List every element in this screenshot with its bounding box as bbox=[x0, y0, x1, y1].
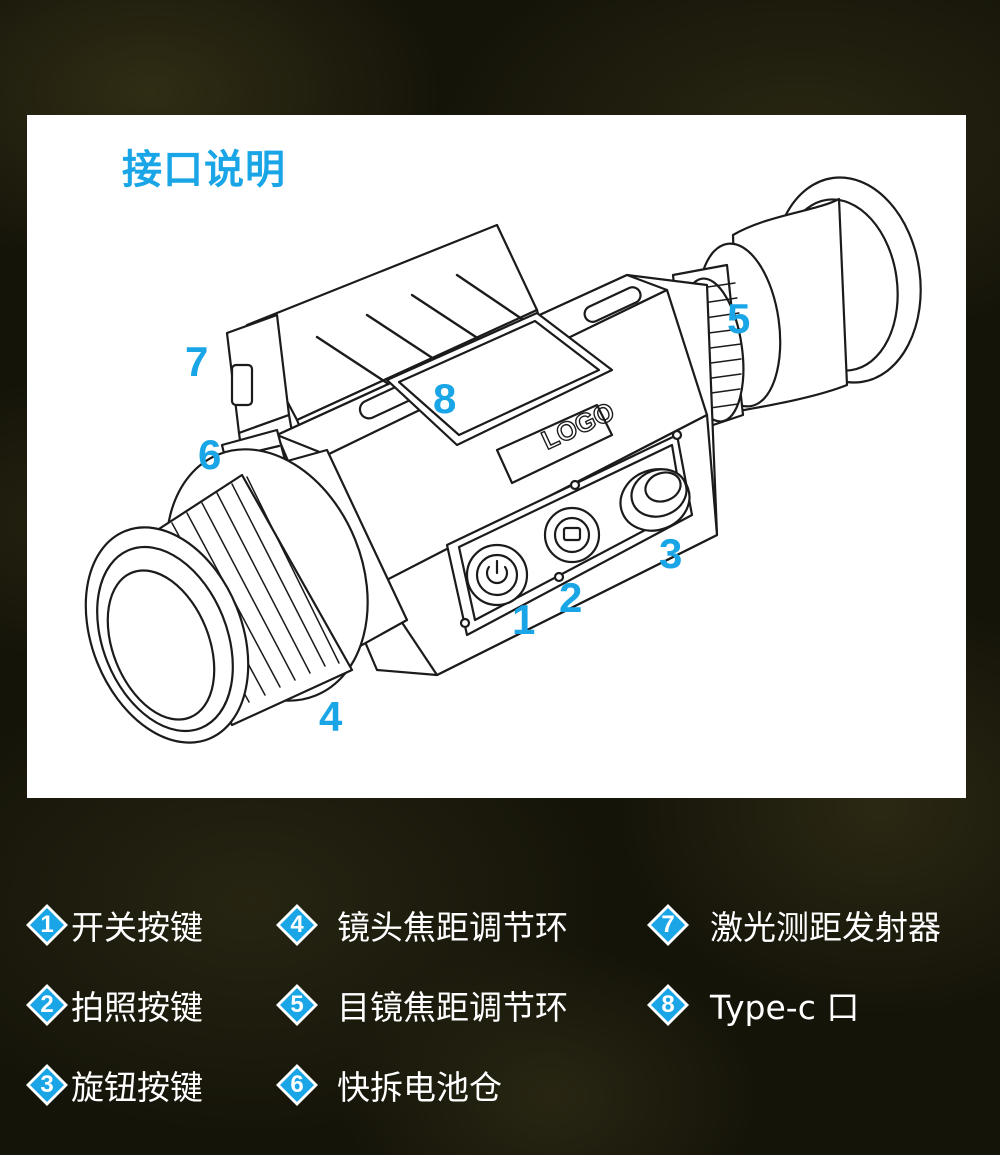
legend-number: 3 bbox=[40, 1071, 54, 1098]
legend-label: 旋钮按键 bbox=[71, 1068, 203, 1107]
legend-number: 2 bbox=[40, 991, 54, 1018]
number-badge-icon: 3 bbox=[25, 1063, 69, 1107]
callout-8: 8 bbox=[433, 375, 457, 422]
legend-item-1: 1 开关按键 bbox=[25, 900, 203, 950]
callout-6: 6 bbox=[198, 431, 222, 478]
legend-number: 7 bbox=[661, 911, 675, 938]
legend-number: 5 bbox=[290, 991, 304, 1018]
legend-number: 6 bbox=[290, 1071, 304, 1098]
legend-item-7: 7 激光测距发射器 bbox=[646, 900, 941, 950]
number-badge-icon: 4 bbox=[275, 903, 319, 947]
number-badge-icon: 2 bbox=[25, 983, 69, 1027]
legend-label: 镜头焦距调节环 bbox=[337, 908, 568, 947]
legend-number: 1 bbox=[40, 911, 54, 938]
legend-item-3: 3 旋钮按键 bbox=[25, 1060, 203, 1110]
legend-item-6: 6 快拆电池仓 bbox=[275, 1060, 502, 1110]
number-badge-icon: 5 bbox=[275, 983, 319, 1027]
number-badge-icon: 1 bbox=[25, 903, 69, 947]
legend-label: 快拆电池仓 bbox=[337, 1068, 502, 1107]
legend-label: 目镜焦距调节环 bbox=[337, 988, 568, 1027]
callout-5: 5 bbox=[727, 295, 751, 342]
legend-label: Type-c 口 bbox=[710, 988, 860, 1027]
legend-label: 开关按键 bbox=[71, 908, 203, 947]
panel-title: 接口说明 bbox=[122, 147, 286, 193]
legend-label: 拍照按键 bbox=[71, 988, 203, 1027]
callout-1: 1 bbox=[512, 596, 536, 643]
diagram-panel: 接口说明 bbox=[27, 115, 966, 798]
legend-number: 4 bbox=[290, 911, 304, 938]
callout-4: 4 bbox=[319, 693, 343, 740]
number-badge-icon: 8 bbox=[646, 983, 690, 1027]
legend-item-2: 2 拍照按键 bbox=[25, 980, 203, 1030]
callout-3: 3 bbox=[659, 530, 683, 577]
number-badge-icon: 7 bbox=[646, 903, 690, 947]
legend-label: 激光测距发射器 bbox=[710, 908, 941, 947]
legend-item-4: 4 镜头焦距调节环 bbox=[275, 900, 568, 950]
objective-lens bbox=[84, 448, 409, 744]
number-badge-icon: 6 bbox=[275, 1063, 319, 1107]
legend-item-8: 8 Type-c 口 bbox=[646, 980, 859, 1030]
legend-number: 8 bbox=[661, 991, 675, 1018]
callout-2: 2 bbox=[559, 574, 583, 621]
legend-item-5: 5 目镜焦距调节环 bbox=[275, 980, 568, 1030]
thermal-scope-illustration: LOGO bbox=[84, 176, 922, 744]
callout-7: 7 bbox=[185, 338, 209, 385]
